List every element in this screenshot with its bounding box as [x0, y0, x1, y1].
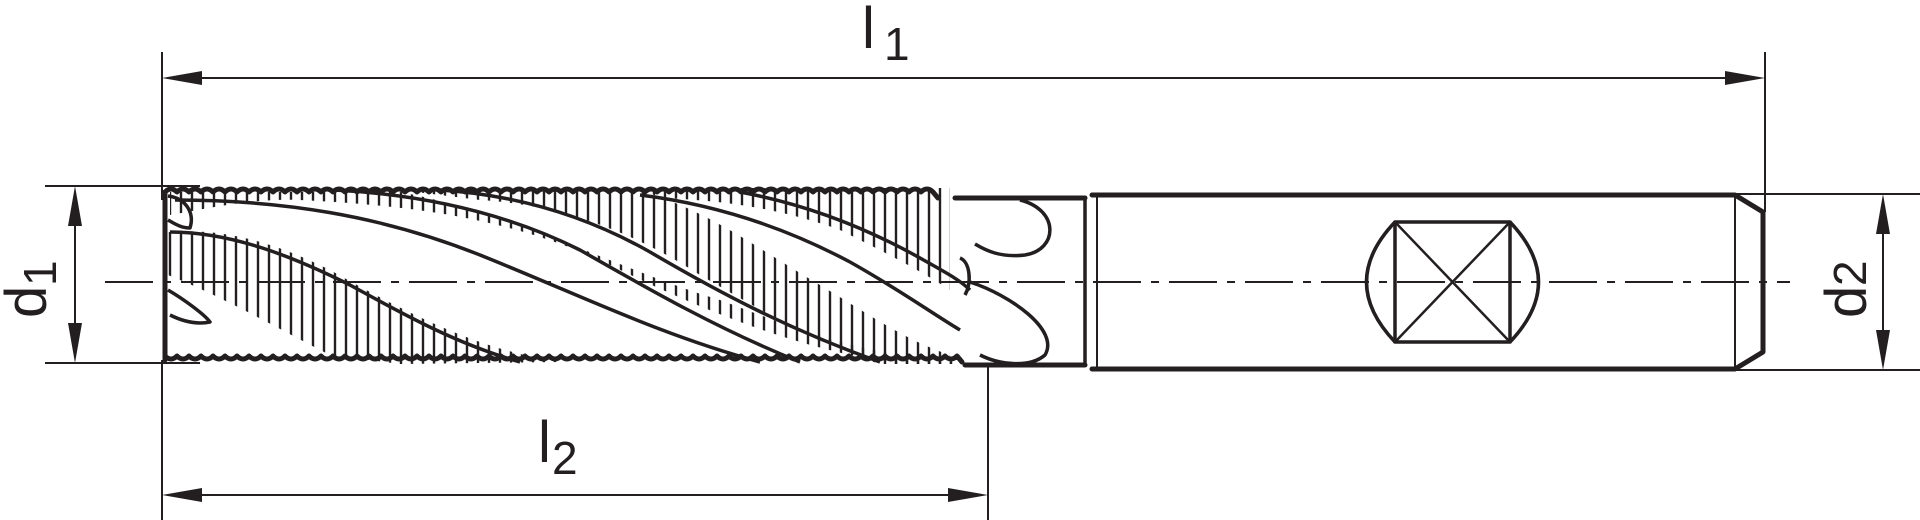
helix-edges	[169, 188, 972, 364]
arrow-up-icon	[1876, 194, 1890, 234]
l1-label-main: l	[862, 0, 875, 61]
dimension-d2: d 2	[1735, 193, 1920, 371]
neck-outline	[952, 195, 1088, 368]
arrow-up-icon	[68, 186, 82, 226]
d1-label-sub: 1	[14, 260, 66, 286]
dimension-l2: l 2	[161, 360, 989, 520]
roughing-profile-top	[162, 186, 941, 201]
flute-runout	[959, 198, 1052, 366]
l2-label-sub: 2	[552, 432, 578, 484]
arrow-left-icon	[162, 488, 202, 502]
cutting-end-face	[162, 189, 212, 363]
dimension-l1: l 1	[161, 0, 1766, 212]
d2-label-sub: 2	[1824, 260, 1876, 286]
shank-outline	[1089, 192, 1766, 372]
dimension-d1: d 1	[0, 185, 200, 364]
flat-arc-left	[1364, 220, 1397, 344]
l1-label-sub: 1	[884, 18, 910, 70]
flat-diagonal-2	[1394, 221, 1511, 343]
flat-arc-right	[1508, 220, 1541, 344]
arrow-down-icon	[1876, 330, 1890, 370]
clamping-flat-symbol	[1364, 220, 1541, 344]
flat-rectangle	[1393, 220, 1512, 344]
d2-label-main: d	[1814, 286, 1879, 318]
arrow-right-icon	[948, 488, 988, 502]
arrow-right-icon	[1725, 71, 1765, 85]
shank	[952, 192, 1766, 372]
flute-hatching	[168, 188, 955, 364]
roughing-profile-bottom	[162, 353, 965, 365]
arrow-left-icon	[162, 71, 202, 85]
arrow-down-icon	[68, 323, 82, 363]
l2-label-main: l	[538, 410, 551, 475]
fluted-cutting-section	[162, 186, 1052, 366]
d1-label-main: d	[0, 286, 59, 318]
